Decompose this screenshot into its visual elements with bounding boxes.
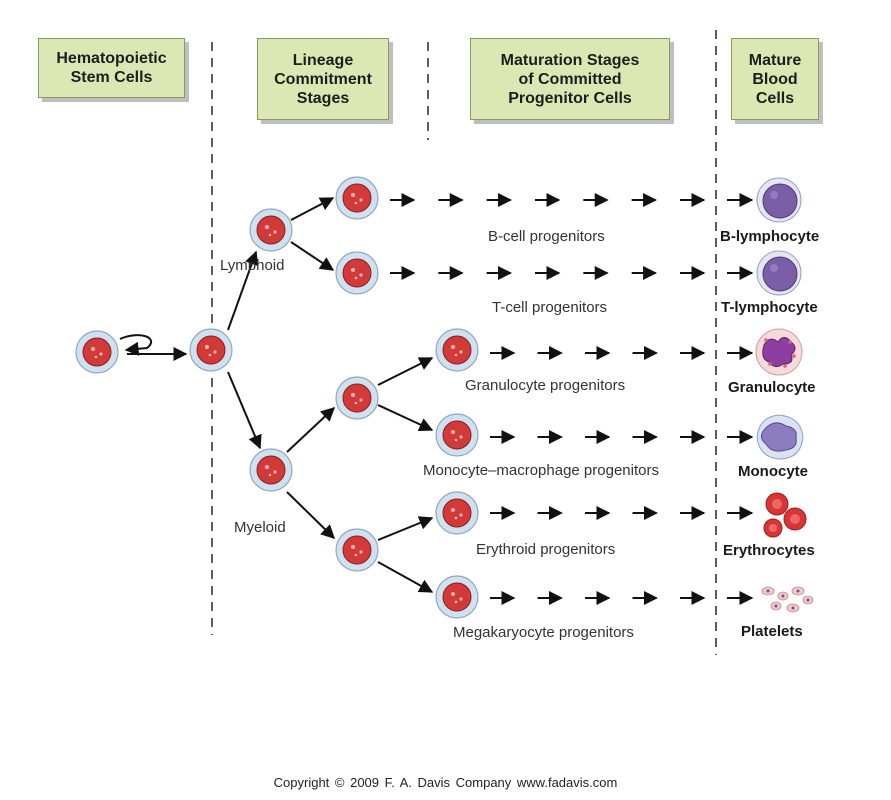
- header-lineage-commitment: Lineage Commitment Stages: [257, 38, 389, 120]
- header-stem-cells: Hematopoietic Stem Cells: [38, 38, 185, 98]
- label-megakaryocyte-progenitors: Megakaryocyte progenitors: [453, 624, 634, 641]
- label-granulocyte: Granulocyte: [728, 379, 816, 396]
- to-myeloid-arrow: [227, 371, 262, 450]
- t-cell-precursor: [335, 251, 379, 295]
- copyright-notice: Copyright © 2009 F. A. Davis Company www…: [273, 775, 618, 790]
- label-myeloid: Myeloid: [234, 519, 286, 536]
- granulocyte-progenitor-cell: [435, 328, 479, 372]
- monocyte-progenitor-cell: [435, 413, 479, 457]
- b-cell-precursor: [335, 176, 379, 220]
- lymphoid-to-t-arrow: [290, 241, 335, 271]
- b-lymphocyte-cell: [756, 177, 802, 223]
- header-maturation-stages: Maturation Stages of Committed Progenito…: [470, 38, 670, 120]
- label-granulocyte-progenitors: Granulocyte progenitors: [465, 377, 626, 394]
- erythroid-megakaryocyte-precursor: [335, 528, 379, 572]
- lymphoid-cell: [249, 208, 293, 252]
- gm-to-granulocyte-arrow: [377, 357, 434, 386]
- monocyte-cell: [756, 414, 804, 460]
- granulocyte-monocyte-precursor: [335, 376, 379, 420]
- to-lymphoid-arrow: [227, 250, 259, 331]
- label-platelets: Platelets: [741, 623, 803, 640]
- label-b-lymphocyte: B-lymphocyte: [720, 228, 820, 245]
- platelet-cells: [761, 586, 814, 613]
- label-monocyte-macrophage-progenitors: Monocyte–macrophage progenitors: [423, 462, 659, 479]
- myeloid-to-gm-arrow: [286, 407, 336, 453]
- stem-cell: [75, 330, 119, 374]
- granulocyte-cell: [755, 328, 803, 376]
- erythroid-progenitor-cell: [435, 491, 479, 535]
- header-mature-blood-cells: Mature Blood Cells: [731, 38, 819, 120]
- myeloid-cell: [249, 448, 293, 492]
- label-t-cell-progenitors: T-cell progenitors: [492, 299, 608, 316]
- label-b-cell-progenitors: B-cell progenitors: [488, 228, 605, 245]
- em-to-megakaryocyte-arrow: [377, 561, 434, 593]
- label-erythroid-progenitors: Erythroid progenitors: [476, 541, 616, 558]
- label-lymphoid: Lymphoid: [220, 257, 285, 274]
- t-lymphocyte-cell: [756, 250, 802, 296]
- megakaryocyte-progenitor-cell: [435, 575, 479, 619]
- gm-to-monocyte-arrow: [377, 404, 434, 432]
- self-renewal-arrow: [119, 334, 153, 356]
- em-to-erythroid-arrow: [377, 516, 434, 541]
- label-erythrocytes: Erythrocytes: [723, 542, 815, 559]
- erythrocyte-cells: [763, 492, 807, 538]
- multipotent-cell: [189, 328, 233, 372]
- myeloid-to-em-arrow: [286, 491, 336, 539]
- label-t-lymphocyte: T-lymphocyte: [721, 299, 818, 316]
- label-monocyte: Monocyte: [738, 463, 809, 480]
- lymphoid-to-b-arrow: [290, 197, 335, 221]
